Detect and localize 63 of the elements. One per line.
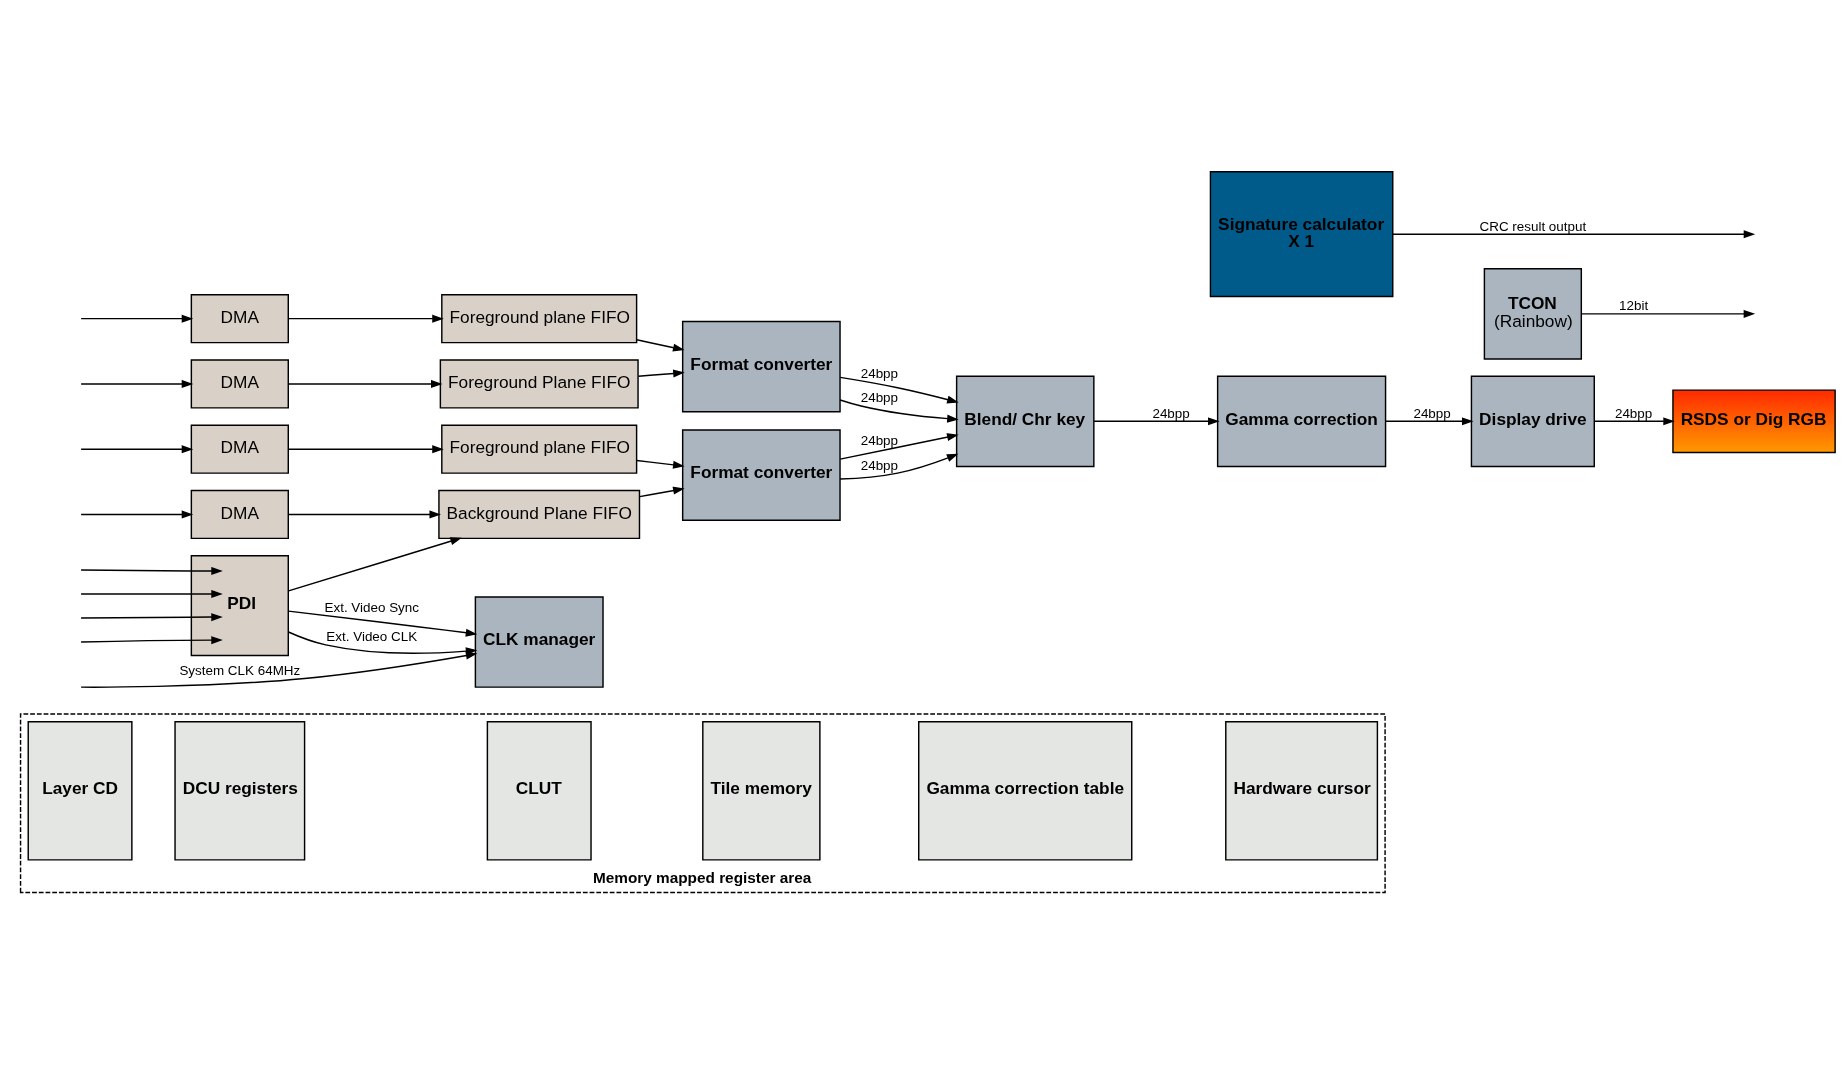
arrow bbox=[80, 590, 223, 599]
arrow bbox=[637, 369, 685, 378]
edge-label: 12bit bbox=[1619, 298, 1649, 314]
arrow bbox=[839, 376, 959, 404]
arrow bbox=[1384, 417, 1474, 426]
arrow bbox=[287, 314, 444, 323]
node-box: Background Plane FIFO bbox=[438, 489, 641, 540]
edge-label: 24bpp bbox=[1614, 405, 1653, 421]
node-box: CLK manager bbox=[474, 596, 604, 688]
node-box: DMA bbox=[190, 293, 289, 344]
node-box: DMA bbox=[190, 489, 289, 540]
edge-label: 24bpp bbox=[860, 366, 899, 382]
node-box: DMA bbox=[190, 424, 289, 474]
arrow bbox=[80, 636, 223, 645]
arrow bbox=[80, 510, 194, 519]
arrow bbox=[287, 537, 462, 592]
arrow bbox=[80, 379, 194, 388]
edge-label: System CLK 64MHz bbox=[179, 662, 301, 678]
arrow bbox=[839, 399, 959, 423]
node-box: Tile memory bbox=[702, 720, 821, 861]
node-box: DMA bbox=[190, 359, 289, 409]
arrow bbox=[1593, 417, 1675, 426]
node-box: Format converter bbox=[681, 320, 841, 413]
node-box: Blend/ Chr key bbox=[955, 375, 1095, 468]
edge-label: 24bpp bbox=[860, 457, 899, 473]
arrow bbox=[1580, 309, 1756, 318]
node-box: Foreground plane FIFO bbox=[441, 424, 638, 474]
arrow bbox=[839, 453, 959, 480]
node-box: CLUT bbox=[486, 720, 592, 861]
node-box: Signature calculator X 1 bbox=[1209, 171, 1394, 298]
edge-label: CRC result output bbox=[1479, 218, 1587, 234]
arrow bbox=[839, 433, 959, 460]
node-box: Hardware cursor bbox=[1225, 720, 1379, 861]
node-box: Gamma correction table bbox=[918, 720, 1133, 861]
arrow bbox=[80, 566, 223, 576]
arrow bbox=[287, 510, 441, 519]
edge-label: 24bpp bbox=[860, 432, 899, 448]
node-box: TCON (Rainbow) bbox=[1483, 268, 1583, 360]
node-box: DCU registers bbox=[174, 720, 306, 861]
arrow bbox=[80, 314, 194, 323]
arrow bbox=[287, 610, 478, 637]
arrow bbox=[1392, 230, 1756, 239]
edge-label: Ext. Video CLK bbox=[326, 629, 418, 645]
arrow bbox=[636, 338, 685, 352]
node-box: PDI bbox=[190, 554, 289, 657]
arrow bbox=[1093, 417, 1220, 426]
edge-label: 24bpp bbox=[860, 390, 899, 406]
arrow bbox=[636, 459, 685, 469]
node-box: Gamma correction bbox=[1216, 375, 1387, 468]
arrow bbox=[80, 613, 223, 622]
arrow bbox=[638, 486, 685, 498]
arrow bbox=[287, 379, 443, 388]
edge-label: 24bpp bbox=[1152, 405, 1190, 421]
node-box: Format converter bbox=[681, 429, 841, 521]
node-box: Foreground plane FIFO bbox=[441, 293, 638, 344]
node-box: Foreground Plane FIFO bbox=[439, 359, 639, 409]
edge-label: Ext. Video Sync bbox=[324, 599, 420, 615]
edge-label: 24bpp bbox=[1413, 405, 1451, 421]
node-box: Display drive bbox=[1470, 375, 1595, 468]
arrow bbox=[80, 445, 194, 454]
node-box: Layer CD bbox=[27, 720, 133, 861]
arrow bbox=[287, 445, 444, 454]
node-box: RSDS or Dig RGB bbox=[1672, 389, 1836, 454]
